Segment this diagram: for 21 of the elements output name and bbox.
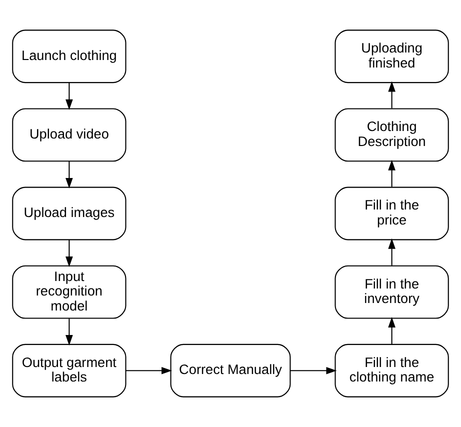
arrow [66, 82, 73, 110]
node-box: Uploading finished [334, 30, 449, 84]
node-box: Launch clothing [12, 30, 126, 84]
node-box: Upload images [12, 186, 126, 240]
arrow [66, 318, 73, 346]
node-box: Output garment labels [12, 344, 126, 398]
node-box: Input recognition model [12, 265, 126, 319]
node-box: Upload video [12, 108, 126, 162]
node-box: Clothing Description [334, 108, 449, 162]
arrow [66, 240, 73, 267]
node-box: Fill in the clothing name [334, 344, 449, 398]
node-box: Fill in the price [334, 186, 449, 240]
arrow [388, 238, 396, 266]
arrow [126, 366, 172, 374]
node-box: Fill in the inventory [334, 265, 449, 319]
node-box: Correct Manually [170, 344, 291, 398]
arrow [388, 160, 396, 187]
arrow [388, 81, 396, 108]
arrow [388, 317, 396, 344]
arrow [66, 161, 73, 188]
arrow [290, 366, 337, 374]
